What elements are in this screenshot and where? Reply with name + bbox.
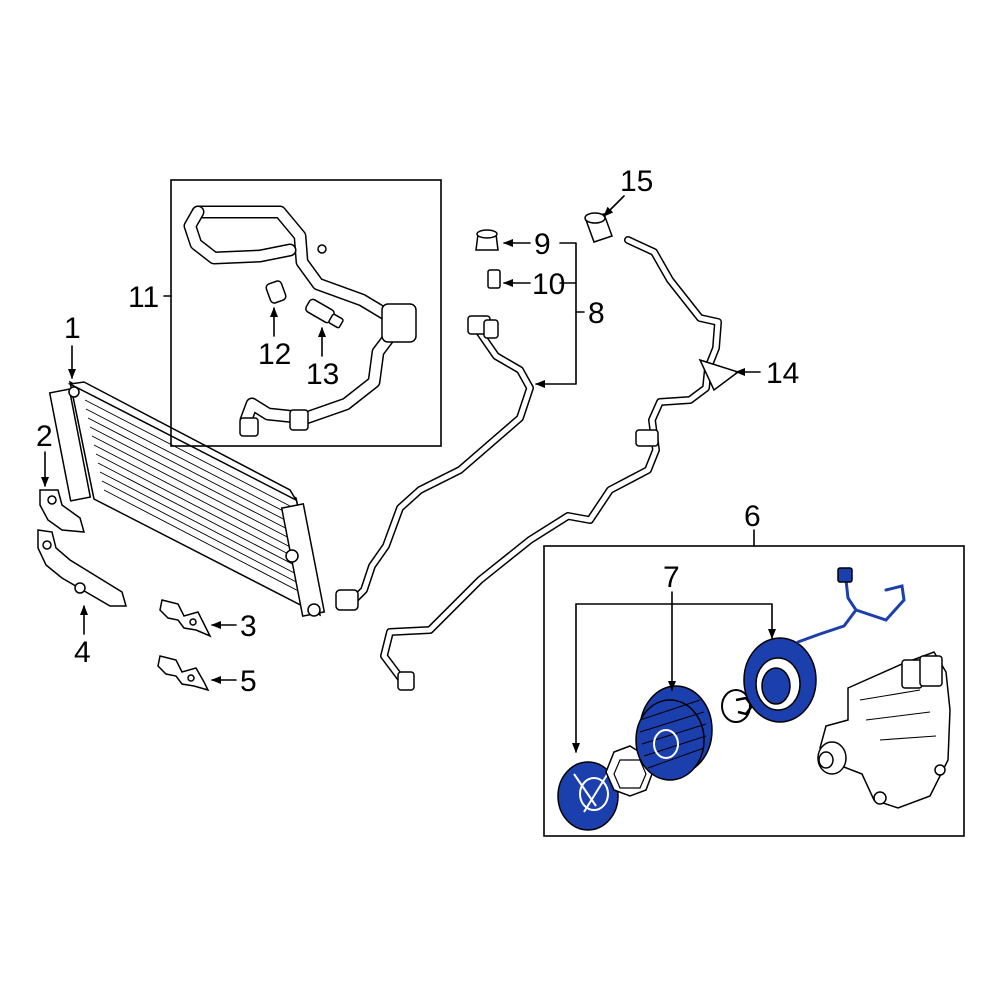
callout-10: 10 [532,268,565,301]
callout-9: 9 [534,228,551,261]
compressor-front-plate[interactable] [557,761,619,831]
discharge-line[interactable] [335,315,534,611]
callout-13: 13 [306,358,339,391]
callout-12: 12 [258,338,291,371]
callout-11: 11 [128,281,159,314]
callout-14: 14 [766,357,799,390]
callout-6: 6 [744,500,761,533]
callout-5: 5 [240,665,257,698]
callout-3: 3 [240,610,257,643]
suction-hose-assembly[interactable] [183,205,417,437]
hose-assembly-inset-box [170,179,442,447]
callout-8: 8 [588,297,605,330]
hose-valve-cap[interactable] [265,280,287,304]
hose-pressure-switch[interactable] [304,298,344,329]
sealing-cap-15[interactable] [584,212,613,243]
condenser[interactable] [48,380,326,617]
compressor-pulley[interactable] [635,685,713,781]
bracket-3[interactable] [159,599,212,638]
bracket-lower[interactable] [37,529,127,607]
callout-7: 7 [663,561,680,594]
bracket-5[interactable] [157,655,210,692]
field-coil-wire-harness[interactable] [796,567,906,644]
valve-core-cap[interactable] [475,229,499,251]
callout-1: 1 [64,312,81,345]
callout-15: 15 [620,165,653,198]
bracket-upper[interactable] [39,489,86,533]
liquid-line[interactable] [380,236,740,691]
compressor-body[interactable] [817,651,951,809]
valve-core[interactable] [487,269,501,289]
callout-2: 2 [36,420,53,453]
compressor-field-coil[interactable] [743,637,817,723]
leader-lines [41,195,776,753]
callout-4: 4 [74,636,91,669]
